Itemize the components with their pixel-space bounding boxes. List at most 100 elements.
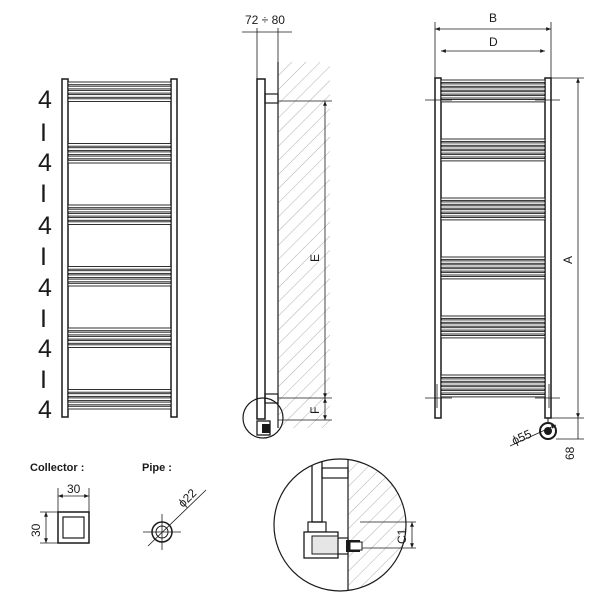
collector-title: Collector : bbox=[30, 462, 84, 474]
tube-bar bbox=[440, 209, 546, 213]
rear-view: B D A ϕ55 68 bbox=[425, 11, 584, 460]
tube-bar bbox=[440, 138, 546, 142]
side-label: 4 bbox=[38, 212, 52, 240]
tube-bar bbox=[440, 272, 546, 276]
valve-detail: C1 bbox=[273, 458, 416, 592]
pipe-diameter-leader bbox=[147, 489, 207, 547]
pipe-diameter-label: ϕ22 bbox=[175, 486, 199, 510]
tube-bar bbox=[440, 327, 546, 331]
side-label: I bbox=[40, 366, 47, 394]
dim-c1-label: C1 bbox=[395, 528, 409, 544]
tube-bar bbox=[440, 319, 546, 323]
tube-bar bbox=[440, 197, 546, 201]
left-collector bbox=[61, 78, 69, 418]
tube-bar bbox=[67, 147, 172, 151]
side-label: I bbox=[40, 119, 47, 147]
tube-bar bbox=[67, 340, 172, 344]
tube-bar bbox=[440, 323, 546, 327]
side-label: I bbox=[40, 180, 47, 208]
tube-bar bbox=[67, 405, 172, 410]
rear-right-collector bbox=[544, 77, 552, 419]
tube-bar bbox=[67, 401, 172, 406]
side-view: 72 ÷ 80 E F bbox=[242, 13, 332, 439]
pipe-section: Pipe : ϕ22 bbox=[142, 462, 207, 550]
tube-bar bbox=[67, 89, 172, 94]
tube-bar bbox=[67, 278, 172, 283]
tube-bar bbox=[67, 159, 172, 164]
tube-bar bbox=[440, 87, 546, 91]
wall-offset-label: 72 ÷ 80 bbox=[245, 13, 285, 27]
tube-bar bbox=[67, 98, 172, 102]
tube-bar bbox=[440, 154, 546, 158]
collector-width-label: 30 bbox=[67, 482, 81, 496]
tube-bar bbox=[67, 266, 172, 270]
side-labels: 4 I 4 I 4 I 4 I 4 I 4 bbox=[38, 86, 52, 424]
tube-bar bbox=[67, 389, 172, 393]
tube-bar bbox=[440, 315, 546, 319]
tube-bar bbox=[67, 221, 172, 225]
tube-bar bbox=[440, 394, 546, 398]
tube-bar bbox=[440, 95, 546, 99]
tube-bar bbox=[440, 146, 546, 150]
rear-bars bbox=[440, 79, 546, 398]
tube-bar bbox=[67, 327, 172, 332]
tube-bar bbox=[440, 378, 546, 382]
tube-bar bbox=[440, 390, 546, 394]
tube-bar bbox=[67, 344, 172, 348]
collector-height-label: 30 bbox=[29, 523, 43, 537]
tube-bar bbox=[67, 217, 172, 221]
tube-bar bbox=[440, 158, 546, 162]
collector-section: Collector : 30 30 bbox=[29, 462, 90, 544]
tube-bar bbox=[440, 150, 546, 154]
top-bracket bbox=[264, 93, 279, 104]
dim-b-label: B bbox=[489, 11, 497, 25]
tube-bar bbox=[67, 151, 172, 156]
tube-bar bbox=[440, 217, 546, 221]
tube-bar bbox=[440, 201, 546, 205]
tube-bar bbox=[67, 212, 172, 217]
side-label: 4 bbox=[38, 396, 52, 424]
tube-bar bbox=[440, 331, 546, 335]
tube-bar bbox=[67, 94, 172, 98]
tube-bar bbox=[440, 79, 546, 83]
side-label: 4 bbox=[38, 86, 52, 114]
wall-hatching bbox=[278, 62, 330, 428]
right-collector bbox=[170, 78, 178, 418]
valve-diameter-leader bbox=[509, 424, 557, 447]
tube-bar bbox=[440, 276, 546, 280]
detail-circle bbox=[273, 458, 407, 592]
tube-bar bbox=[67, 81, 172, 86]
dim-f-label: F bbox=[308, 407, 322, 414]
tube-bar bbox=[67, 393, 172, 397]
front-bars bbox=[67, 81, 172, 410]
dim-d-label: D bbox=[489, 35, 498, 49]
valve-diameter-label: ϕ55 bbox=[510, 427, 534, 448]
tube-bar bbox=[440, 205, 546, 209]
pipe-title: Pipe : bbox=[142, 462, 172, 474]
tube-bar bbox=[67, 143, 172, 147]
tube-bar bbox=[67, 270, 172, 274]
tube-bar bbox=[440, 142, 546, 146]
tube-bar bbox=[440, 213, 546, 217]
side-label: I bbox=[40, 305, 47, 333]
tube-bar bbox=[440, 83, 546, 87]
tube-bar bbox=[67, 155, 172, 160]
tube-bar bbox=[440, 91, 546, 95]
tube-bar bbox=[440, 382, 546, 386]
tube-bar bbox=[67, 85, 172, 90]
tube-bar bbox=[440, 256, 546, 260]
tube-bar bbox=[67, 397, 172, 402]
tube-bar bbox=[67, 335, 172, 340]
dim-e-label: E bbox=[308, 254, 322, 262]
tube-bar bbox=[67, 282, 172, 287]
collector-square bbox=[57, 511, 90, 544]
tube-bar bbox=[440, 268, 546, 272]
rear-left-collector bbox=[434, 77, 442, 419]
tube-bar bbox=[67, 208, 172, 213]
tube-bar bbox=[440, 374, 546, 378]
side-label: 4 bbox=[38, 335, 52, 363]
side-label: 4 bbox=[38, 274, 52, 302]
tube-bar bbox=[440, 260, 546, 264]
pipe-circle bbox=[151, 521, 173, 543]
side-label: 4 bbox=[38, 149, 52, 177]
